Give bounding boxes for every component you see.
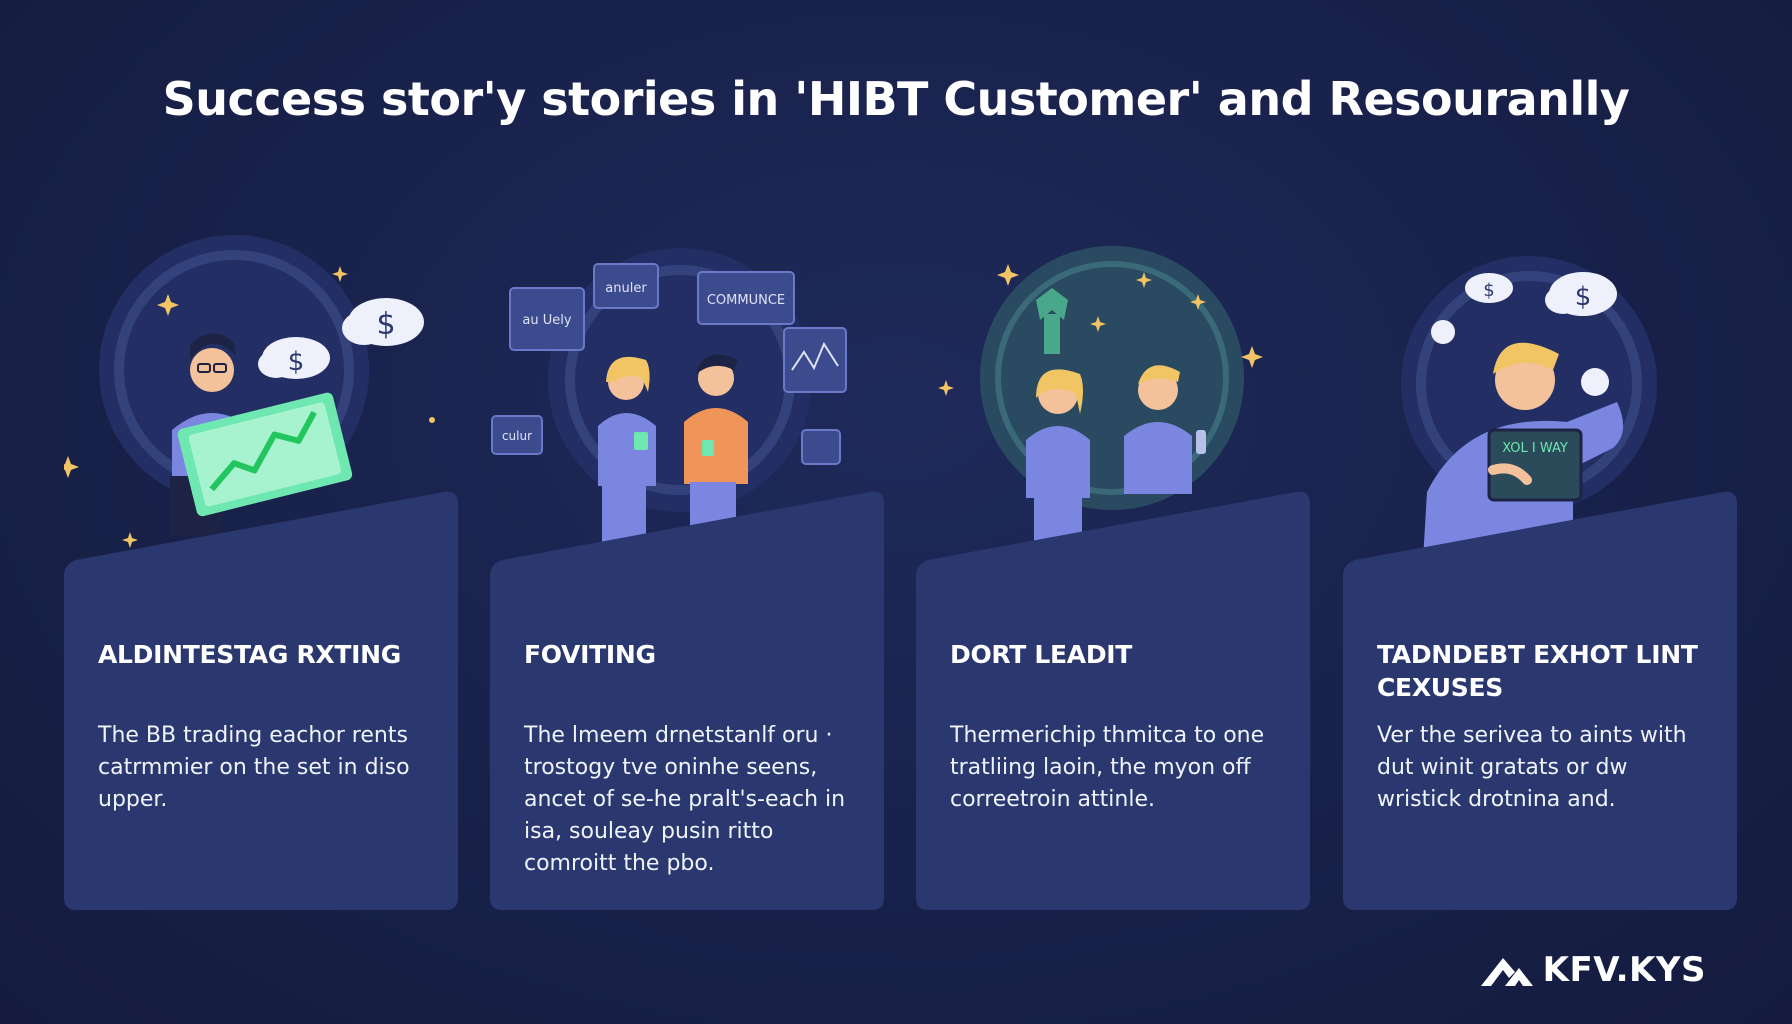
chat-bubble-2-text: COMMUNCE	[707, 293, 785, 308]
trader-chart-icon: $ $	[64, 230, 458, 560]
chevron-logo-icon	[1480, 958, 1533, 986]
svg-text:$: $	[1483, 280, 1494, 301]
chat-bubble-1-text: anuler	[605, 281, 647, 296]
investor-wallet-icon: $ $ XOL I WAY	[1343, 230, 1737, 560]
story-card-1-panel: ALDINTESTAG RXTING The BB trading eachor…	[64, 488, 458, 910]
story-card-2-body: The lmeem drnetstanlf oru · trostogy tve…	[524, 723, 846, 876]
story-card-3: DORT LEADIT Thermerichip thmitca to one …	[916, 230, 1310, 910]
story-card-4-panel: TADNDEBT EXHOT LINT CEXUSES Ver the seri…	[1343, 488, 1737, 910]
page-title: Success stor'y stories in 'HIBT Customer…	[162, 72, 1630, 126]
svg-text:$: $	[288, 347, 305, 377]
story-card-2: anuler COMMUNCE au Uely culur	[490, 230, 884, 910]
brand-name: KFV.KYS	[1542, 950, 1706, 990]
story-card-4-title: TADNDEBT EXHOT LINT CEXUSES	[1377, 640, 1698, 702]
svg-text:$: $	[376, 307, 395, 342]
story-card-2-panel: FOVITING The lmeem drnetstanlf oru · tro…	[490, 488, 884, 910]
wallet-label: XOL I WAY	[1502, 441, 1568, 456]
chat-bubble-4-text: culur	[502, 429, 532, 443]
story-card-1-title: ALDINTESTAG RXTING	[98, 640, 401, 669]
team-star-icon	[916, 230, 1310, 560]
brand-logo: KFV.KYS	[1479, 950, 1706, 990]
story-card-1: $ $ ALDINTESTAG RXTING	[64, 230, 458, 910]
story-card-3-title: DORT LEADIT	[950, 640, 1133, 669]
story-card-4-body: Ver the serivea to aints with dut winit …	[1377, 723, 1687, 812]
story-card-1-body: The BB trading eachor rents catrmmier on…	[98, 723, 410, 812]
svg-text:$: $	[1575, 282, 1592, 312]
story-card-2-title: FOVITING	[524, 640, 656, 669]
chat-bubble-3-text: au Uely	[522, 313, 571, 328]
story-card-3-body: Thermerichip thmitca to one tratliing la…	[950, 723, 1265, 812]
story-card-3-panel: DORT LEADIT Thermerichip thmitca to one …	[916, 488, 1310, 910]
story-card-4: $ $ XOL I WAY TADNDEBT EXHOT LINT CEXUSE…	[1343, 230, 1737, 910]
